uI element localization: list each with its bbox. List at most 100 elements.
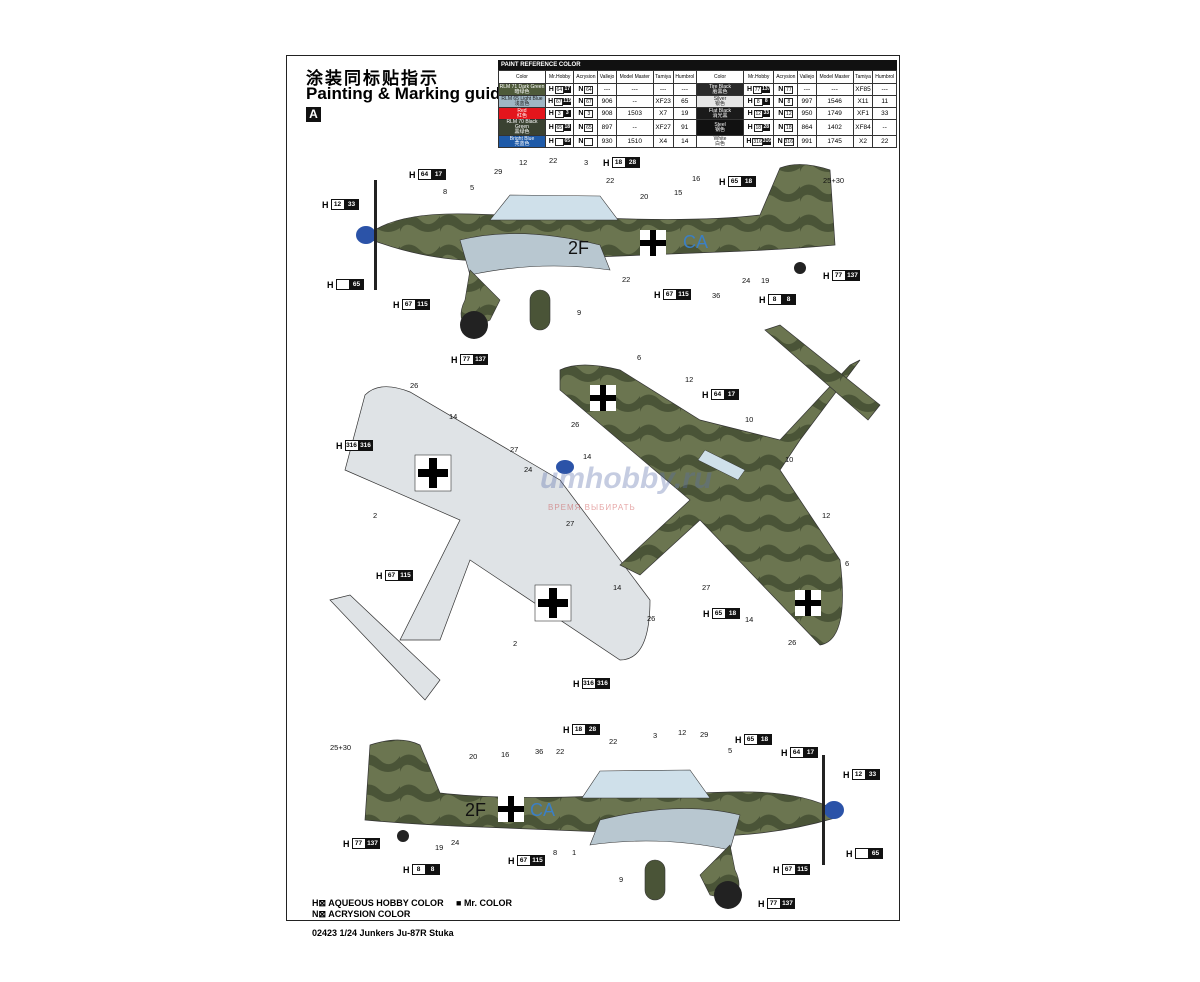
vallejo-code: 950 — [797, 107, 817, 120]
part-callout-number: 26 — [647, 614, 656, 623]
part-callout-number: 9 — [577, 308, 582, 317]
plan-view-underside — [329, 386, 651, 701]
part-callout-number: 5 — [728, 746, 733, 755]
part-callout-number: 20 — [640, 192, 649, 201]
part-callout-number: 27 — [510, 445, 519, 454]
part-callout-number: 26 — [410, 381, 419, 390]
part-callout-number: 3 — [653, 731, 658, 740]
part-callout-number: 6 — [637, 353, 642, 362]
part-callout-number: 12 — [685, 375, 694, 384]
legend-mr: ■ Mr. COLOR — [456, 898, 512, 908]
part-callout-number: 14 — [745, 615, 754, 624]
title-chinese: 涂装同标贴指示 — [306, 69, 439, 88]
model-master-code: --- — [615, 83, 654, 96]
part-callout-number: 12 — [678, 728, 687, 737]
part-callout-number: 5 — [470, 183, 475, 192]
acrysion-code: N — [573, 135, 599, 148]
table-header: Vallejo — [797, 70, 817, 84]
part-callout-number: 8 — [553, 848, 558, 857]
side-view-right-profile — [364, 739, 844, 909]
part-callout-number: 12 — [822, 511, 831, 520]
part-callout-number: 15 — [674, 188, 683, 197]
part-callout-number: 36 — [712, 291, 721, 300]
part-callout-number: 22 — [549, 156, 558, 165]
page-frame — [286, 55, 900, 921]
part-callout-number: 26 — [788, 638, 797, 647]
part-callout-number: 29 — [494, 167, 503, 176]
humbrol-code: 22 — [872, 135, 897, 148]
part-callout-number: 3 — [584, 158, 589, 167]
title-english: Painting & Marking guide — [306, 84, 511, 103]
part-callout-number: 19 — [435, 843, 444, 852]
part-callout-number: 16 — [692, 174, 701, 183]
vallejo-code: 930 — [597, 135, 617, 148]
legend-n: N⊠ ACRYSION COLOR — [312, 909, 411, 919]
part-callout-number: 27 — [702, 583, 711, 592]
fuselage-code-left-2: 2F — [465, 800, 487, 820]
part-callout-number: 27 — [566, 519, 575, 528]
part-callout-number: 24 — [742, 276, 751, 285]
model-master-code: 1510 — [615, 135, 654, 148]
part-callout-number: 25+30 — [330, 743, 352, 752]
part-callout-number: 29 — [700, 730, 709, 739]
footer-caption: 02423 1/24 Junkers Ju-87R Stuka — [312, 928, 454, 938]
legend-h: H⊠ AQUEOUS HOBBY COLOR — [312, 898, 444, 908]
part-callout-number: 2 — [513, 639, 518, 648]
part-callout-number: 9 — [619, 875, 624, 884]
part-callout-number: 22 — [556, 747, 565, 756]
part-callout-number: 6 — [845, 559, 850, 568]
part-callout-number: 24 — [524, 465, 533, 474]
part-callout-number: 10 — [745, 415, 754, 424]
tamiya-code: XF1 — [852, 107, 874, 120]
part-callout-number: 14 — [583, 452, 592, 461]
fuselage-code-right-2: CA — [530, 800, 556, 820]
part-callout-number: 22 — [622, 275, 631, 284]
humbrol-code: 14 — [672, 135, 698, 148]
part-callout-number: 22 — [606, 176, 615, 185]
watermark: umhobby.ru — [540, 462, 713, 495]
part-callout-number: 16 — [501, 750, 510, 759]
part-callout-number: 20 — [469, 752, 478, 761]
part-callout-number: 25+30 — [823, 176, 845, 185]
part-callout-number: 26 — [571, 420, 580, 429]
part-callout-number: 10 — [785, 455, 794, 464]
fuselage-code-left: 2F — [568, 238, 590, 258]
part-callout-number: 19 — [761, 276, 770, 285]
tamiya-code: X2 — [852, 135, 874, 148]
fuselage-code-right: CA — [683, 232, 709, 252]
part-callout-number: 12 — [519, 158, 528, 167]
model-master-code: 1745 — [815, 135, 854, 148]
